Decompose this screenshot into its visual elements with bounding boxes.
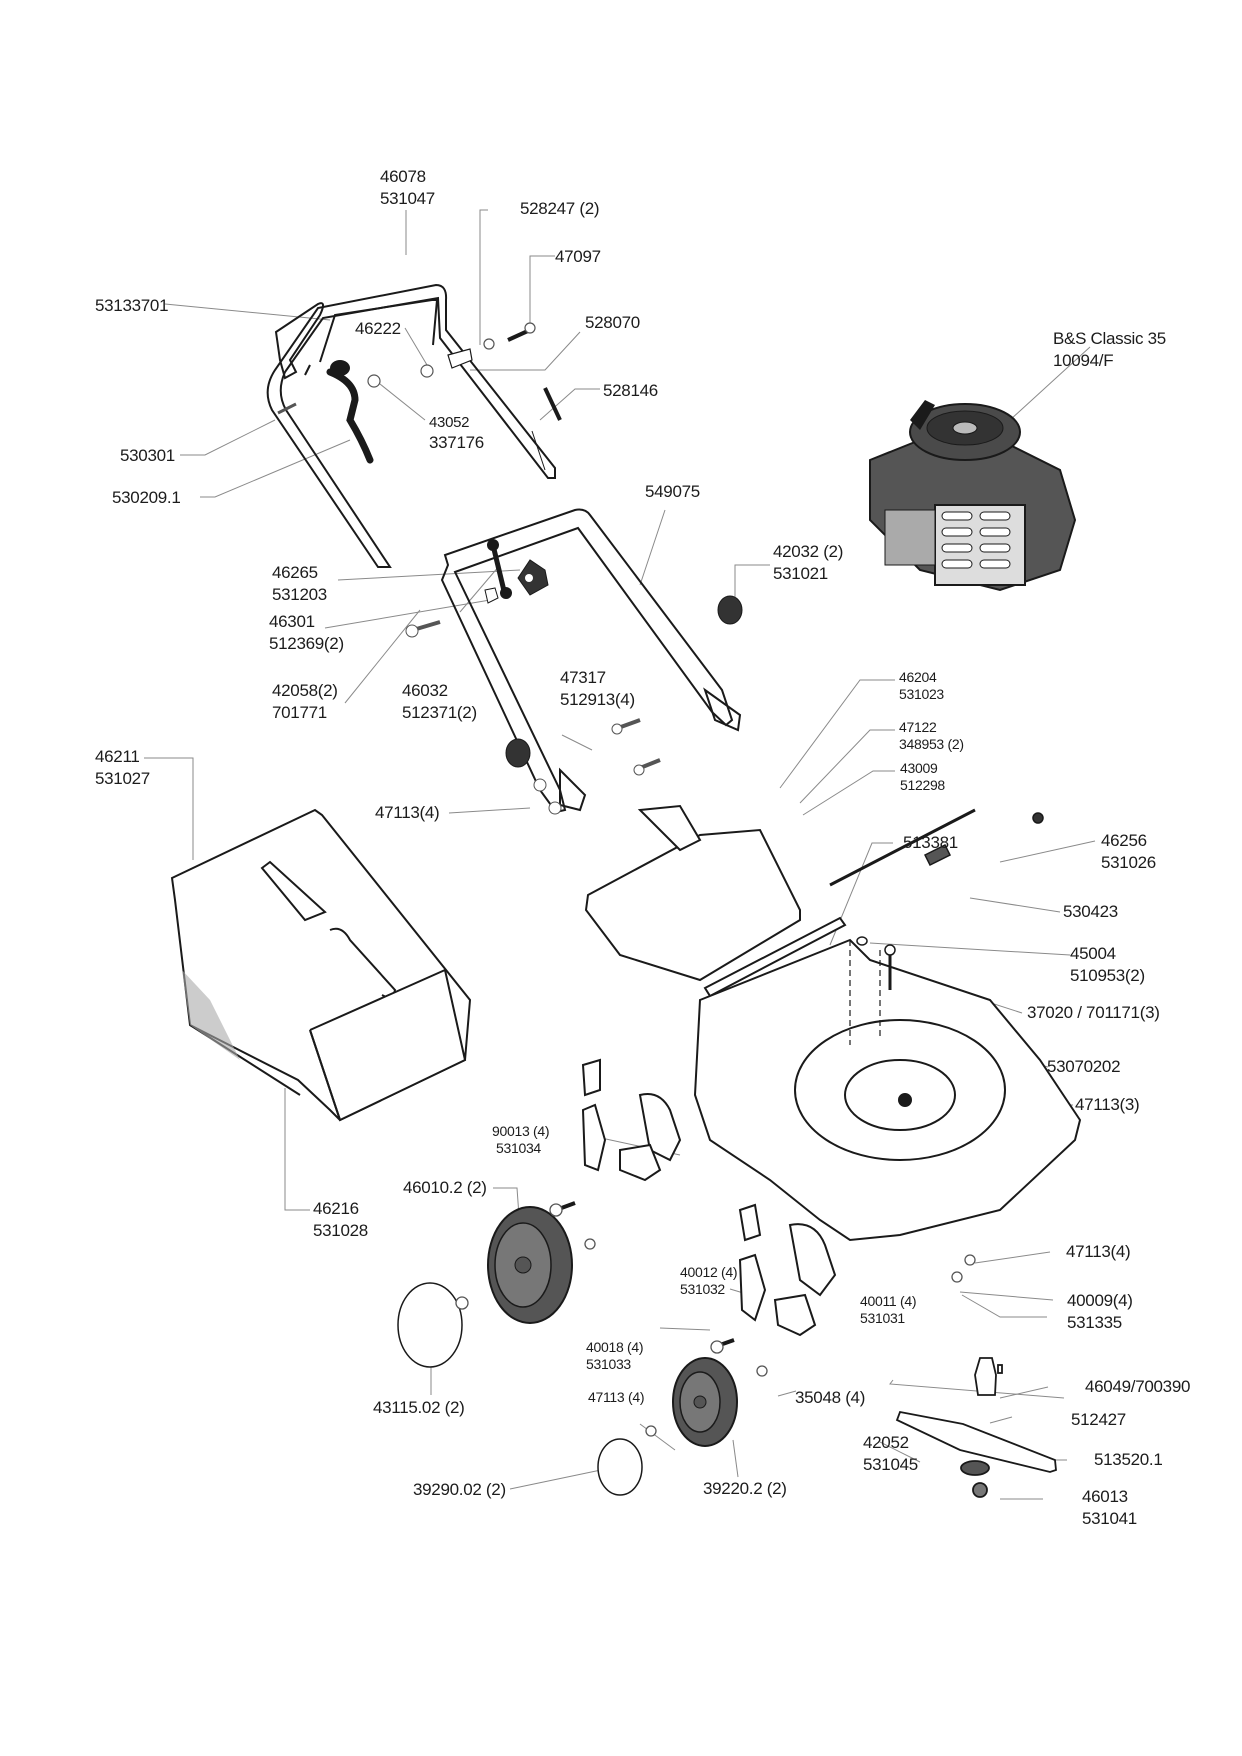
callout-nut-47113-wheel: 47113 (4) xyxy=(588,1389,645,1405)
engine-drawing xyxy=(869,400,1077,592)
callout-wheel-46010: 46010.2 (2) xyxy=(403,1178,487,1197)
callout-adapter-512427: 512427 xyxy=(1071,1410,1126,1429)
callout-cable-528146: 528146 xyxy=(603,381,658,400)
callout-clip-528070: 528070 xyxy=(585,313,640,332)
wheel-brackets xyxy=(581,1058,837,1337)
callout-key-46049: 46049/700390 xyxy=(1085,1377,1191,1396)
wheel-large xyxy=(487,1206,573,1324)
callout-blade-513520: 513520.1 xyxy=(1094,1450,1163,1469)
callout-plate-40011: 40011 (4) 531031 xyxy=(860,1293,917,1326)
callout-washer-40009: 40009(4) 531335 xyxy=(1067,1291,1133,1332)
callout-bolt-47097: 47097 xyxy=(555,247,601,266)
callout-clip-46256: 46256 531026 xyxy=(1101,831,1156,872)
catcher-shading xyxy=(182,970,240,1060)
callout-hubcap-43115: 43115.02 (2) xyxy=(373,1398,465,1417)
callout-lever-40012: 40012 (4) 531032 xyxy=(680,1264,738,1297)
grass-catcher-drawing xyxy=(170,808,472,1122)
callout-engine: B&S Classic 35 10094/F xyxy=(1053,329,1166,370)
upper-handle-drawing xyxy=(266,283,556,568)
deck-drawing xyxy=(693,938,1082,1242)
callout-wheel-39220: 39220.2 (2) xyxy=(703,1479,787,1498)
callout-pin-43009: 43009 512298 xyxy=(900,760,945,793)
callout-washer-42052: 42052 531045 xyxy=(863,1433,918,1474)
callout-hubcap-39290: 39290.02 (2) xyxy=(413,1480,506,1499)
callout-washer-528247: 528247 (2) xyxy=(520,199,600,218)
callout-cable-530209: 530209.1 xyxy=(112,488,181,507)
callout-nut-47113-top: 47113(4) xyxy=(375,803,440,822)
lower-handle-drawing xyxy=(440,508,742,814)
callout-deck-53070202: 53070202 xyxy=(1047,1057,1121,1076)
handle-grip-46078 xyxy=(274,302,324,380)
blade-assembly xyxy=(895,1357,1057,1498)
callout-handle-53133701: 53133701 xyxy=(95,296,169,315)
flap-drawing xyxy=(584,804,847,998)
callout-nut-43052: 43052 337176 xyxy=(429,414,484,452)
callout-catcher-46211: 46211 531027 xyxy=(95,747,150,788)
callout-bolt-46013: 46013 531041 xyxy=(1082,1487,1137,1528)
callout-spring-530423: 530423 xyxy=(1063,902,1118,921)
callout-knob-42032: 42032 (2) 531021 xyxy=(773,542,844,583)
callout-handle-46078: 46078 531047 xyxy=(380,167,435,208)
cable-530209 xyxy=(326,360,374,464)
callout-flap-46204: 46204 531023 xyxy=(899,669,944,702)
callout-washer-35048: 35048 (4) xyxy=(795,1388,866,1407)
deck-hardware xyxy=(829,808,1044,990)
callout-handle-549075: 549075 xyxy=(645,482,700,501)
hubcaps xyxy=(397,1282,643,1496)
callout-catcher-46216: 46216 531028 xyxy=(313,1199,368,1240)
callout-screw-530301: 530301 xyxy=(120,446,175,465)
callout-knob-46032: 46032 512371(2) xyxy=(402,681,477,722)
callout-nut-46222: 46222 xyxy=(355,319,401,338)
callout-spring-47122: 47122 348953 (2) xyxy=(899,719,964,752)
lever-and-knobs xyxy=(405,539,743,815)
callout-nut-47113-right: 47113(4) xyxy=(1066,1242,1131,1261)
callout-lever-46265: 46265 531203 xyxy=(272,563,327,604)
wheel-small xyxy=(672,1357,738,1447)
callout-cap-45004: 45004 510953(2) xyxy=(1070,944,1145,985)
callout-bolt-37020: 37020 / 701171(3) xyxy=(1027,1003,1160,1022)
callout-nut-47113-3: 47113(3) xyxy=(1075,1095,1140,1114)
callout-bolt-47317: 47317 512913(4) xyxy=(560,668,635,709)
callout-clip-46301: 46301 512369(2) xyxy=(269,612,344,653)
callout-bracket-90013: 90013 (4) 531034 xyxy=(492,1123,550,1156)
small-hardware-upper xyxy=(277,322,562,421)
callout-bolt-42058: 42058(2) 701771 xyxy=(272,681,338,722)
callout-bolt-40018: 40018 (4) 531033 xyxy=(586,1339,644,1372)
callout-rod-513381: 513381 xyxy=(903,833,958,852)
wheel-hardware xyxy=(455,1201,976,1437)
